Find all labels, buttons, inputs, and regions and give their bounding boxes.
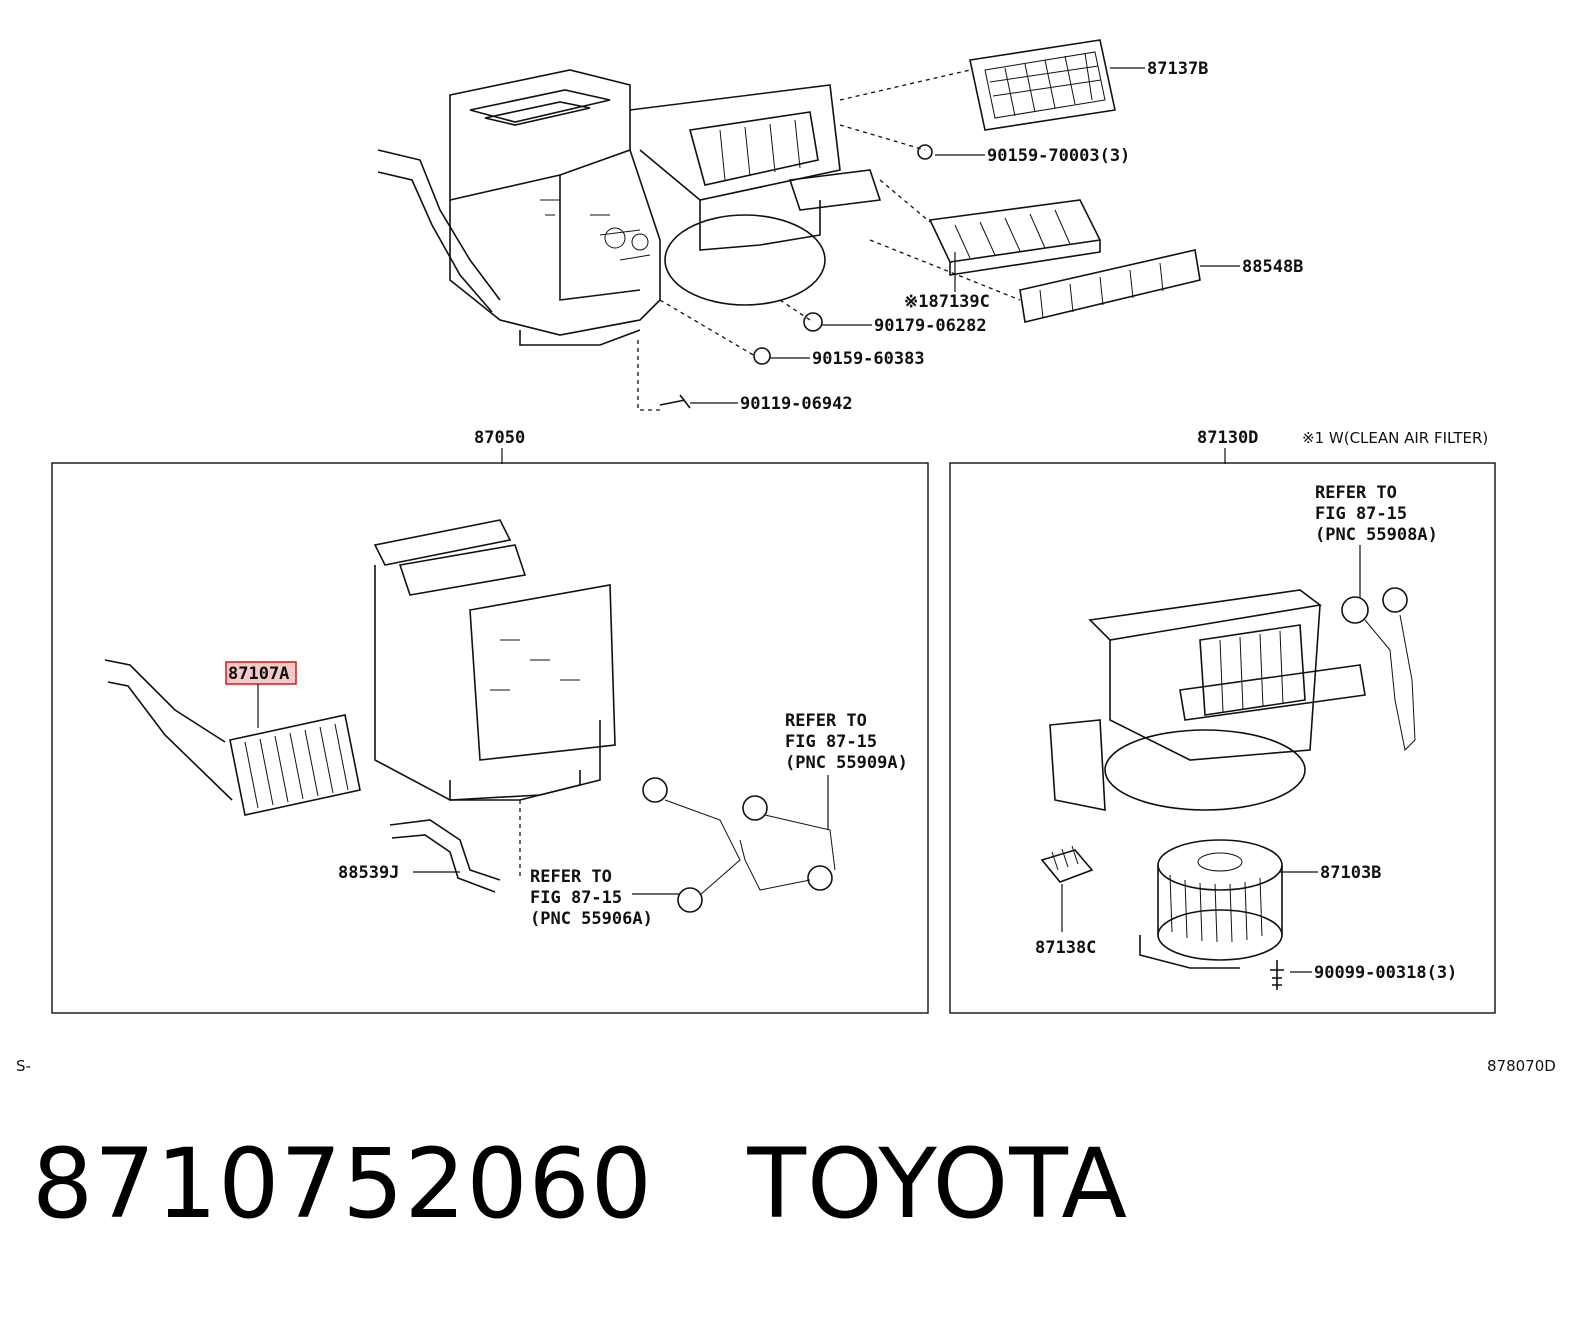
label-87139C: ※187139C: [904, 292, 990, 312]
resistor-87138C: [1040, 845, 1094, 883]
corner-code-left: S-: [16, 1057, 31, 1075]
ref3-line3: (PNC 55908A): [1315, 525, 1438, 545]
label-87107A: 87107A: [228, 664, 289, 684]
blower-motor-87103B: [1139, 839, 1283, 969]
caption: 8710752060 TOYOTA: [32, 1128, 1128, 1240]
label-90159-60383: 90159-60383: [812, 349, 925, 369]
ref1-line3: (PNC 55909A): [785, 753, 908, 773]
box-87130D: [949, 462, 1496, 1014]
hose-88539J: [389, 819, 501, 893]
caption-part-number: 8710752060: [32, 1128, 653, 1240]
ref3-line2: FIG 87-15: [1315, 504, 1407, 524]
clean-air-filter-87139C: [928, 199, 1102, 276]
ref2-line2: FIG 87-15: [530, 888, 622, 908]
wire-harness-55909A: [642, 777, 836, 913]
blower-unit-87130D: [1049, 589, 1366, 811]
note-clean-air-filter: ※1 W(CLEAN AIR FILTER): [1302, 429, 1488, 447]
label-88548B: 88548B: [1242, 257, 1303, 277]
screw-90099-00318: [1270, 960, 1284, 990]
highlight-87107A: [225, 661, 297, 685]
ref3-line1: REFER TO: [1315, 483, 1397, 503]
top-lead-lines: [690, 67, 1240, 404]
heater-core-87107A: [104, 659, 361, 816]
label-90159-70003: 90159-70003(3): [987, 146, 1130, 166]
label-90179-06282: 90179-06282: [874, 316, 987, 336]
label-87130D: 87130D: [1197, 428, 1258, 448]
label-87050: 87050: [474, 428, 525, 448]
label-87137B: 87137B: [1147, 59, 1208, 79]
label-90119-06942: 90119-06942: [740, 394, 853, 414]
heater-unit-87050: [373, 519, 616, 801]
box-87050: [51, 462, 929, 1014]
filter-cover-87137B: [969, 39, 1116, 131]
top-dashed-leaders: [637, 69, 1021, 411]
caption-brand: TOYOTA: [747, 1128, 1129, 1240]
top-fasteners: [659, 144, 933, 409]
label-87138C: 87138C: [1035, 938, 1096, 958]
ref2-line1: REFER TO: [530, 867, 612, 887]
label-90099-00318: 90099-00318(3): [1314, 963, 1457, 983]
ref2-line3: (PNC 55906A): [530, 909, 653, 929]
ref1-line2: FIG 87-15: [785, 732, 877, 752]
filter-frame-88548B: [1019, 249, 1201, 323]
label-87103B: 87103B: [1320, 863, 1381, 883]
top-hvac-assembly: [377, 69, 882, 346]
wire-harness-55908A: [1341, 587, 1416, 752]
label-88539J: 88539J: [338, 863, 399, 883]
ref1-line1: REFER TO: [785, 711, 867, 731]
corner-code-right: 878070D: [1487, 1057, 1556, 1075]
